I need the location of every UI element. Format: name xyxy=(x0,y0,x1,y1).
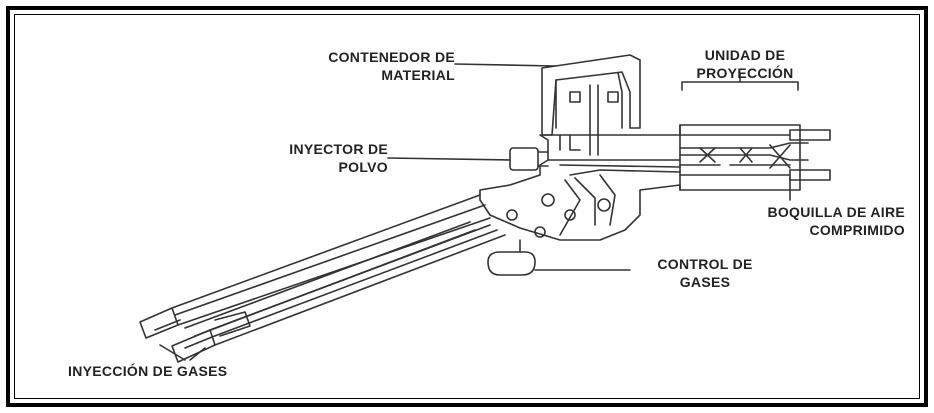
label-contenedor: CONTENEDOR DE MATERIAL xyxy=(285,48,455,84)
gas-tubes xyxy=(171,194,491,326)
label-unidad-line2: PROYECCIÓN xyxy=(696,65,794,81)
label-contenedor-line1: CONTENEDOR DE xyxy=(328,49,455,65)
label-inyector: INYECTOR DE POLVO xyxy=(228,140,388,176)
gun-body xyxy=(479,124,801,241)
label-control-line1: CONTROL DE xyxy=(657,256,753,272)
label-inyeccion: INYECCIÓN DE GASES xyxy=(68,363,228,379)
label-control-line2: GASES xyxy=(679,274,731,290)
powder-injector xyxy=(509,147,539,171)
outer-border xyxy=(6,6,928,407)
label-inyector-line1: INYECTOR DE xyxy=(289,141,388,157)
label-inyector-line2: POLVO xyxy=(338,159,388,175)
label-boquilla: BOQUILLA DE AIRE COMPRIMIDO xyxy=(690,203,905,239)
label-unidad-line1: UNIDAD DE xyxy=(704,47,786,63)
label-boquilla-line1: BOQUILLA DE AIRE xyxy=(767,204,905,220)
unidad-bracket xyxy=(681,73,799,91)
gas-control xyxy=(487,251,536,276)
label-boquilla-line2: COMPRIMIDO xyxy=(809,222,905,238)
label-contenedor-line2: MATERIAL xyxy=(381,67,455,83)
inner-border xyxy=(14,14,920,399)
label-control: CONTROL DE GASES xyxy=(630,255,780,291)
label-unidad: UNIDAD DE PROYECCIÓN xyxy=(660,46,830,82)
